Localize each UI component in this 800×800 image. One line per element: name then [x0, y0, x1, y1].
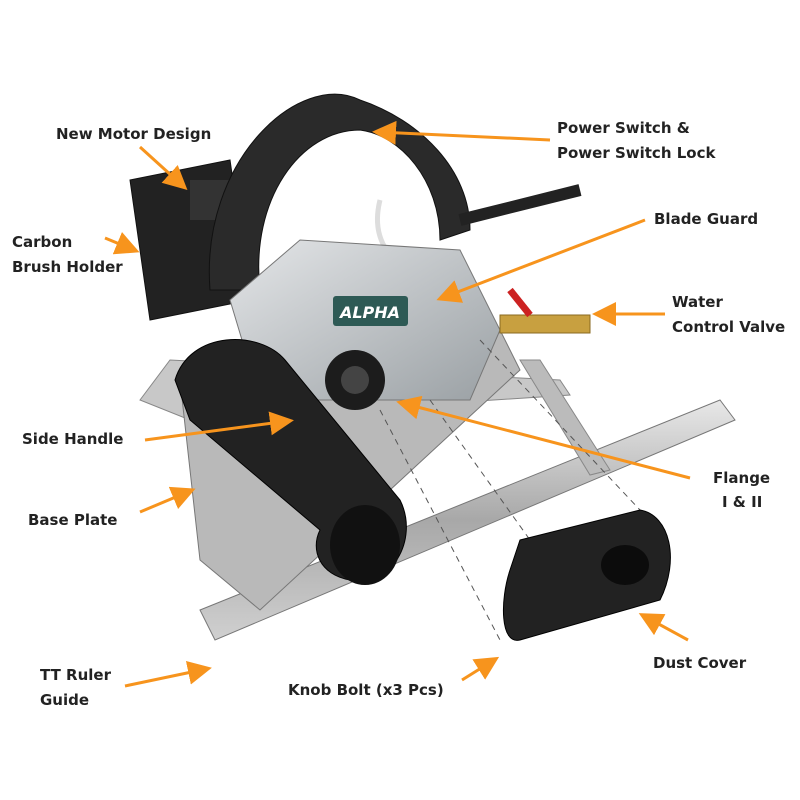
- assembly-lines: [379, 339, 641, 641]
- label-flange-1: Flange: [713, 469, 771, 487]
- label-blade-guard: Blade Guard: [654, 210, 759, 228]
- label-knob-bolt: Knob Bolt (x3 Pcs): [288, 681, 444, 699]
- label-motor: New Motor Design: [56, 125, 212, 143]
- label-carbon-1: Carbon: [12, 233, 73, 251]
- label-dust-cover: Dust Cover: [653, 654, 747, 672]
- label-water-1: Water: [672, 293, 723, 311]
- callout-arrows: [104, 120, 691, 688]
- label-ruler-2: Guide: [40, 691, 90, 709]
- label-carbon-2: Brush Holder: [12, 258, 123, 276]
- main-handle: [208, 93, 471, 291]
- svg-text:ALPHA: ALPHA: [338, 303, 400, 322]
- label-side-handle: Side Handle: [22, 430, 124, 448]
- dust-cover: [502, 509, 671, 641]
- alpha-logo: [333, 296, 408, 326]
- label-flange-2: I & II: [722, 493, 763, 511]
- label-switch-1: Power Switch &: [557, 119, 690, 137]
- water-valve: [499, 287, 591, 334]
- label-base-plate: Base Plate: [28, 511, 118, 529]
- label-switch-2: Power Switch Lock: [557, 144, 716, 162]
- label-ruler-1: TT Ruler: [40, 666, 111, 684]
- label-water-2: Control Valve: [672, 318, 786, 336]
